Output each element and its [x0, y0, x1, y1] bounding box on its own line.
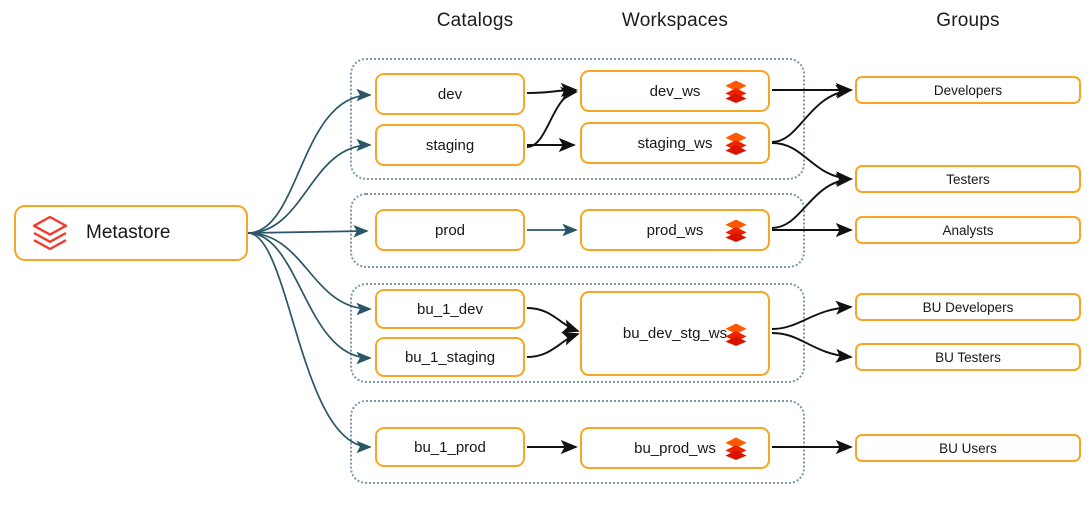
column-header-catalogs: Catalogs	[436, 10, 514, 31]
catalog-to-workspace-arrows	[526, 82, 580, 455]
node-label-staging-ws: staging_ws	[637, 134, 713, 152]
env-container-bu-dev-staging	[350, 283, 805, 383]
node-label-bu-dev-stg-ws: bu_dev_stg_ws	[622, 325, 728, 342]
node-catalog-prod[interactable]: prod	[375, 209, 525, 251]
databricks-logo-icon	[724, 436, 748, 460]
node-workspace-prod-ws[interactable]: prod_ws	[580, 209, 770, 251]
node-group-testers[interactable]: Testers	[855, 165, 1081, 193]
node-label-testers: Testers	[946, 171, 990, 187]
node-label-metastore: Metastore	[86, 222, 171, 243]
node-label-bu-1-staging: bu_1_staging	[404, 348, 496, 366]
node-label-staging: staging	[425, 136, 475, 154]
node-label-bu-developers: BU Developers	[922, 299, 1014, 315]
node-workspace-bu-prod-ws[interactable]: bu_prod_ws	[580, 427, 770, 469]
column-header-groups: Groups	[936, 10, 1000, 31]
node-label-bu-1-dev: bu_1_dev	[417, 300, 483, 318]
workspace-to-group-arrows	[771, 82, 853, 455]
node-group-bu-users[interactable]: BU Users	[855, 434, 1081, 462]
node-label-bu-prod-ws: bu_prod_ws	[634, 439, 716, 457]
node-label-bu-testers: BU Testers	[935, 349, 1001, 365]
databricks-logo-icon	[724, 79, 748, 103]
node-label-developers: Developers	[933, 82, 1003, 98]
node-label-dev-ws: dev_ws	[649, 82, 701, 100]
databricks-logo-icon	[724, 322, 748, 346]
node-label-bu-1-prod: bu_1_prod	[414, 438, 486, 456]
node-label-prod: prod	[434, 221, 466, 239]
node-group-bu-developers[interactable]: BU Developers	[855, 293, 1081, 321]
node-label-dev: dev	[437, 85, 463, 103]
node-catalog-bu-1-dev[interactable]: bu_1_dev	[375, 289, 525, 329]
databricks-logo-icon	[724, 218, 748, 242]
node-label-bu-users: BU Users	[939, 440, 997, 456]
node-workspace-bu-dev-stg-ws[interactable]: bu_dev_stg_ws	[580, 291, 770, 376]
node-label-analysts: Analysts	[942, 222, 994, 238]
column-header-workspaces: Workspaces	[621, 10, 729, 31]
node-catalog-dev[interactable]: dev	[375, 73, 525, 115]
node-group-developers[interactable]: Developers	[855, 76, 1081, 104]
node-catalog-bu-1-staging[interactable]: bu_1_staging	[375, 337, 525, 377]
node-label-prod-ws: prod_ws	[646, 221, 704, 239]
node-catalog-staging[interactable]: staging	[375, 124, 525, 166]
databricks-logo-icon	[724, 131, 748, 155]
node-group-bu-testers[interactable]: BU Testers	[855, 343, 1081, 371]
metastore-fanout-arrows	[247, 88, 372, 454]
node-group-analysts[interactable]: Analysts	[855, 216, 1081, 244]
node-metastore[interactable]: Metastore	[14, 205, 248, 261]
node-catalog-bu-1-prod[interactable]: bu_1_prod	[375, 427, 525, 467]
node-workspace-staging-ws[interactable]: staging_ws	[580, 122, 770, 164]
databricks-logo-outline-icon	[30, 213, 70, 253]
node-workspace-dev-ws[interactable]: dev_ws	[580, 70, 770, 112]
